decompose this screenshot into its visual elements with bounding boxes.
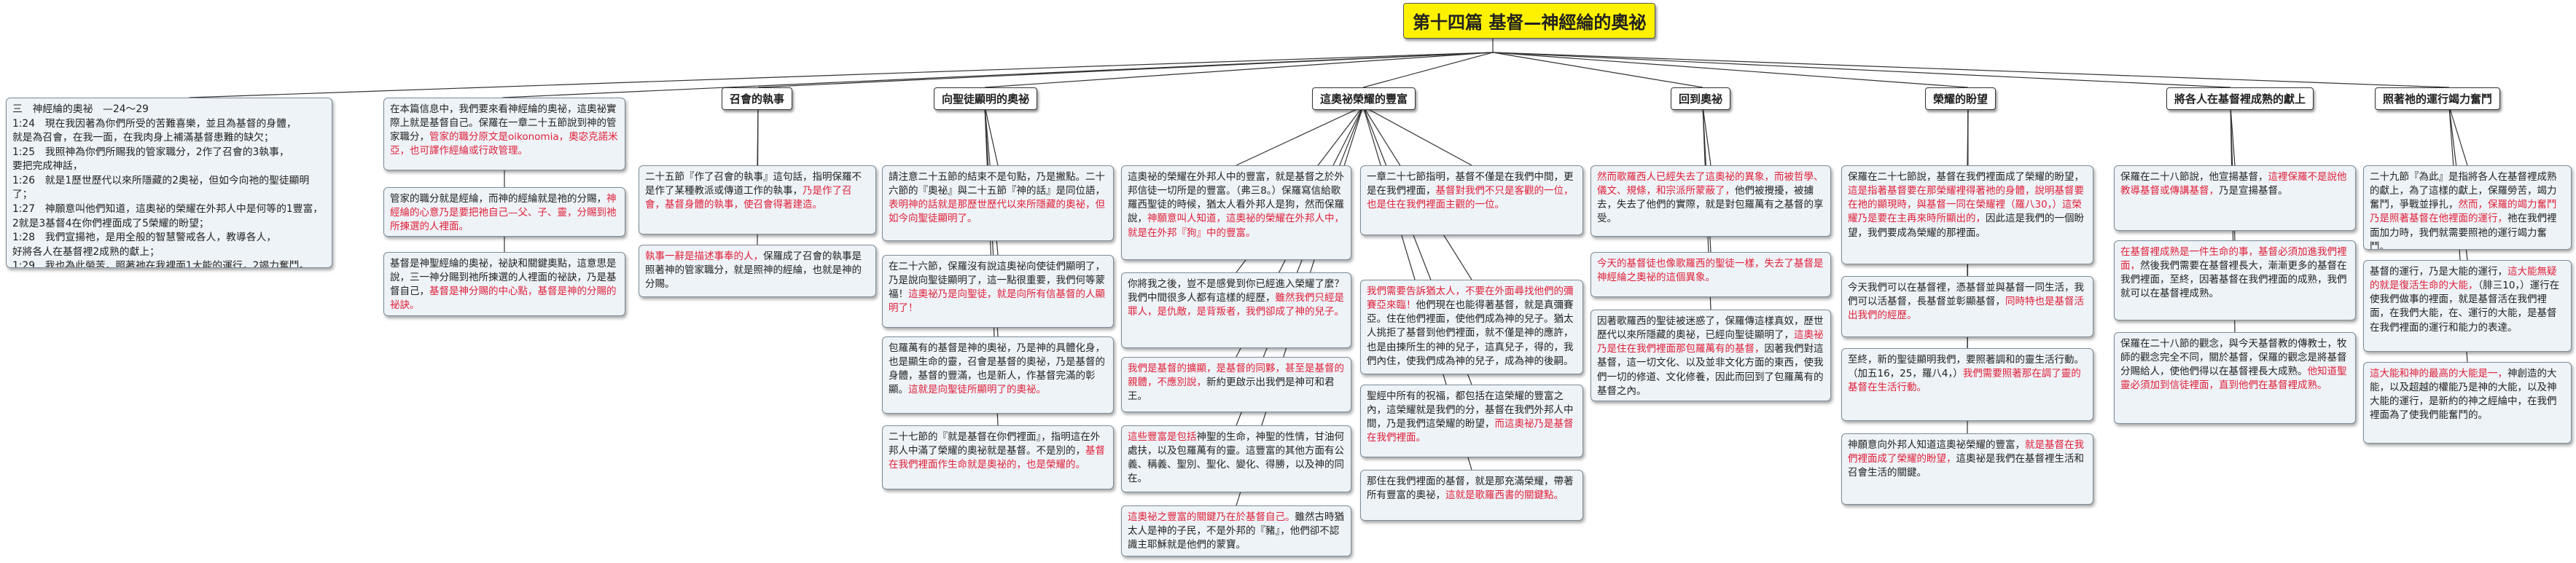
- connector-line: [757, 52, 1494, 88]
- intro-line: 1:29 我也為此勞苦，照著祂在我裡面1大能的運行，2竭力奮鬥。: [12, 260, 310, 268]
- header-back-to-mystery: 回到奧祕: [1671, 87, 1731, 110]
- intro-line: 1:26 就是1歷世歷代以來所隱藏的2奧祕，但如今向祂的聖徒顯明了；: [12, 174, 310, 201]
- connector-line: [1492, 52, 2231, 88]
- intro-line: 好將各人在基督裡2成熟的獻上；: [12, 245, 160, 258]
- connector-line: [1362, 106, 1472, 166]
- node-hope-of-glory: 保羅在二十七節說，基督在我們裡面成了榮耀的盼望，這是指著基督要在那榮耀裡得著祂的…: [1841, 165, 2093, 264]
- node-all-inclusive-christ: 包羅萬有的基督是神的奧祕，乃是神的具體化身，也是顯生命的靈，召會是基督的奧祕，乃…: [882, 336, 1114, 414]
- intro-line: 要把完成神話，: [12, 160, 83, 173]
- intro-lines: 三 神經綸的奧祕 —24～29 1:24 現在我因著為你們所受的苦難喜樂，並且為基…: [12, 103, 326, 268]
- connector-line: [1492, 52, 2450, 88]
- node-live-christ: 今天我們可以在基督裡，憑基督並與基督一同生活，我們可以活基督，長基督並彰顯基督，…: [1841, 276, 2093, 337]
- node-key-of-living: 神願意向外邦人知道這奧祕榮耀的豐富，就是基督在我們裡面成了榮耀的盼望，這奧祕是我…: [1841, 433, 2093, 505]
- node-riches-include: 這些豐富是包括神聖的生命，神聖的性情，甘油何處扶，以及包羅萬有的靈。這豐富的其他…: [1121, 425, 1351, 492]
- node-paul-concept: 保羅在二十八節的觀念，與今天基督教的傳教士，牧師的觀念完全不同，關於基督，保羅的…: [2114, 332, 2356, 424]
- header-present-mature: 將各人在基督裡成熟的獻上: [2166, 87, 2314, 110]
- node-entered-glory: 你將我之後，豈不是感覺到你已經進入榮耀了麼？我們中間很多人都有這樣的經歷，雖然我…: [1121, 272, 1351, 348]
- connector-line: [1492, 52, 1969, 88]
- node-blessings: 聖經中所有的祝福，都包括在這榮耀的豐富之內，這榮耀就是我們的分，基督在我們外邦人…: [1360, 385, 1583, 457]
- header-struggle-operation: 照著祂的運行竭力奮鬥: [2375, 87, 2501, 110]
- node-christ-within: 一章二十七節指明，基督不僅是在我們中間，更是在我們裡面，基督對我們不只是客觀的一…: [1360, 165, 1583, 235]
- node-expression: 我們是基督的擴顯，是基督的同夥，甚至是基督的親體，不應別說，新約更啟示出我們是神…: [1121, 357, 1351, 412]
- connector-line: [984, 52, 1494, 88]
- connector-line: [189, 52, 1494, 98]
- intro-line: 2就是3基督4在你們裡面成了5榮耀的盼望；: [12, 217, 209, 229]
- node-announce-christ: 保羅在二十八節說，他宣揚基督，這裡保羅不是說他教導基督或傳講基督，乃是宣揚基督。: [2114, 165, 2356, 231]
- node-key-of-riches: 這奧祕之豐富的關鍵乃在於基督自己。雖然古時猶太人是神的子民，不是外邦的『豬』，他…: [1121, 505, 1351, 556]
- node-mature-life: 在基督裡成熟是一件生命的事，基督必須加進我們裡面，然後我們需要在基督裡長大，漸漸…: [2114, 240, 2356, 320]
- header-hope-of-glory: 榮耀的盼望: [1925, 87, 1997, 110]
- node-for-this: 二十九節『為此』是指將各人在基督裡成熟的獻上，為了這樣的獻上，保羅勞苦，竭力奮鬥…: [2363, 165, 2572, 250]
- connector-line: [1236, 106, 1364, 166]
- intro-line: 1:28 我們宣揚祂，是用全般的智慧警戒各人，教導各人，: [12, 232, 277, 244]
- node-minister-of-church: 二十五節『作了召會的執事』這句話，指明保羅不是作了某種教派或傳道工作的執事，乃是…: [639, 165, 876, 235]
- page-title: 第十四篇 基督—神經綸的奧祕: [1403, 3, 1656, 39]
- node-deacon: 執事一辭是描述事奉的人，保羅成了召會的執事是照著神的管家職分，就是照神的經綸，也…: [639, 245, 876, 297]
- connector-line: [984, 106, 999, 166]
- node-manifested-saints: 在二十六節，保羅沒有說這奧祕向使徒們顯明了，乃是說向聖徒顯明了，這一點很重要，我…: [882, 255, 1114, 328]
- node-riches-gentiles: 這奧祕的榮耀在外邦人中的豐富，就是基督之於外邦信徒一切所是的豐富。（弗三8。）保…: [1121, 165, 1351, 260]
- node-christians-today: 今天的基督徒也像歌羅西的聖徒一樣，失去了基督是神經綸之奧祕的這個異象。: [1591, 252, 1831, 297]
- node-colossians-lost-vision: 然而歌羅西人已經失去了這奧祕的異象，而被哲學、儀文、規條，和宗派所蒙蔽了，他們被…: [1591, 165, 1831, 237]
- intro-line: 三 神經綸的奧祕 —24～29: [12, 103, 149, 115]
- node-christ-in-you: 二十七節的『就是基督在你們裡面』，指明這在外邦人中滿了榮耀的奧祕就是基督。不是別…: [882, 425, 1114, 489]
- node-indwelling-christ: 那住在我們裡面的基督，就是那充滿榮耀，帶著所有豐富的奧祕，這就是歌羅西書的關鍵點…: [1360, 470, 1583, 521]
- connector-line: [1362, 52, 1494, 88]
- node-operation-power: 基督的運行，乃是大能的運行，這大能無疑的就是復活生命的大能，（腓三10，）運行在…: [2363, 260, 2572, 352]
- node-messiah: 我們需要告訴猶太人，不要在外面尋找他們的彌賽亞來臨！他們現在也能得著基督，就是真…: [1360, 280, 1583, 374]
- connector-line: [1702, 106, 1712, 166]
- intro-line: 1:24 現在我因著為你們所受的苦難喜樂，並且為基督的身體，: [12, 117, 297, 130]
- header-manifested-to-saints: 向聖徒顯明的奧祕: [934, 87, 1038, 110]
- intro-scripture-node: 三 神經綸的奧祕 —24～29 1:24 現在我因著為你們所受的苦難喜樂，並且為基…: [6, 98, 332, 268]
- node-stewardship: 在本篇信息中，我們要來看神經綸的奧祕，這奧祕實際上就是基督自己。保羅在一章二十五…: [383, 98, 625, 170]
- header-church-minister: 召會的執事: [722, 87, 793, 110]
- intro-line: 1:27 神願意叫他們知道，這奧祕的榮耀在外邦人中是何等的1豐富，: [12, 203, 324, 216]
- node-christ-secret: 基督是神聖經綸的奧祕，祕訣和關鍵奧點，這意思是說，三一神分賜到祂所揀選的人裡面的…: [383, 252, 625, 316]
- connector-line: [2448, 106, 2468, 166]
- node-mingled-spirit: 至終，新的聖徒顯明我們，要照著調和的靈生活行動。（加五16，25，羅八4，）我們…: [1841, 348, 2093, 421]
- node-return-to-christ: 因著歌羅西的聖徒被迷惑了，保羅傳這樣真奴，歷世歷代以來所隱藏的奧祕，已經向聖徒顯…: [1591, 310, 1831, 401]
- node-economy-dispensing: 管家的職分就是經綸，而神的經綸就是祂的分賜，神經綸的心意乃是要把祂自己—父、子、…: [383, 187, 625, 237]
- intro-line: 1:25 我照神為你們所賜我的管家職分，2作了召會的3執事，: [12, 146, 289, 158]
- node-surpassing-power: 這大能和神的最高的大能是一，神創造的大能，以及超越的權能乃是神的大能，以及神大能…: [2363, 362, 2572, 444]
- intro-line: 就是為召會，在我一面，在我肉身上補滿基督患難的缺欠；: [12, 132, 274, 144]
- node-mystery-apposition: 請注意二十五節的結束不是句點，乃是撇點。二十六節的『奧祕』與二十五節『神的話』是…: [882, 165, 1114, 241]
- header-riches-of-glory: 這奧祕榮耀的豐富: [1312, 87, 1416, 110]
- connector-line: [1492, 52, 1703, 88]
